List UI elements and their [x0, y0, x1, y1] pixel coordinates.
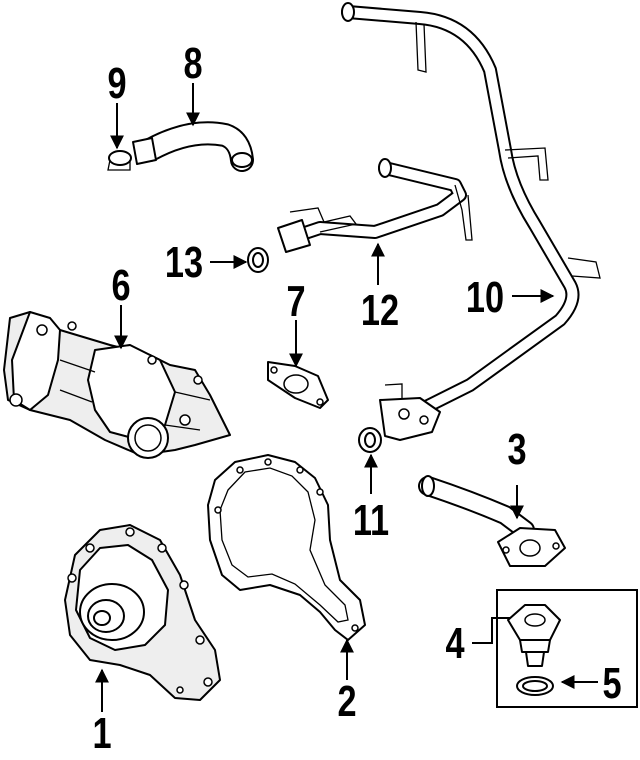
- part-12-bypass-tube: [277, 158, 473, 253]
- callout-4: 4: [445, 619, 464, 668]
- part-8-hose: [132, 121, 254, 172]
- callout-7: 7: [286, 277, 305, 326]
- part-1-water-pump: [64, 524, 221, 701]
- part-11-o-ring: [358, 427, 382, 453]
- callout-2: 2: [337, 677, 356, 726]
- part-13-o-ring: [247, 247, 269, 273]
- part-3-thermostat-housing: [418, 475, 566, 567]
- part-2-water-pump-gasket: [207, 454, 366, 641]
- part-9-hose-clamp: [107, 150, 132, 171]
- callout-13: 13: [165, 238, 203, 287]
- callout-3: 3: [507, 425, 526, 474]
- part-10-coolant-tube: [341, 2, 601, 441]
- callout-10: 10: [466, 273, 504, 322]
- leader-lines: [95, 83, 598, 712]
- part-5-thermostat-seal: [516, 676, 554, 696]
- callout-5: 5: [602, 659, 621, 708]
- part-7-gasket: [267, 361, 329, 409]
- callout-9: 9: [107, 59, 126, 108]
- thermostat-kit-box: [496, 589, 638, 708]
- part-4-thermostat: [507, 604, 561, 667]
- callout-11: 11: [353, 496, 389, 545]
- callout-labels: 1 2 3 4 5 6 7 8 9 10 11 12 13: [92, 39, 621, 758]
- part-6-water-outlet-housing: [3, 311, 231, 459]
- callout-1: 1: [92, 709, 111, 758]
- callout-8: 8: [183, 39, 202, 88]
- callout-12: 12: [361, 286, 399, 335]
- callout-6: 6: [111, 261, 130, 310]
